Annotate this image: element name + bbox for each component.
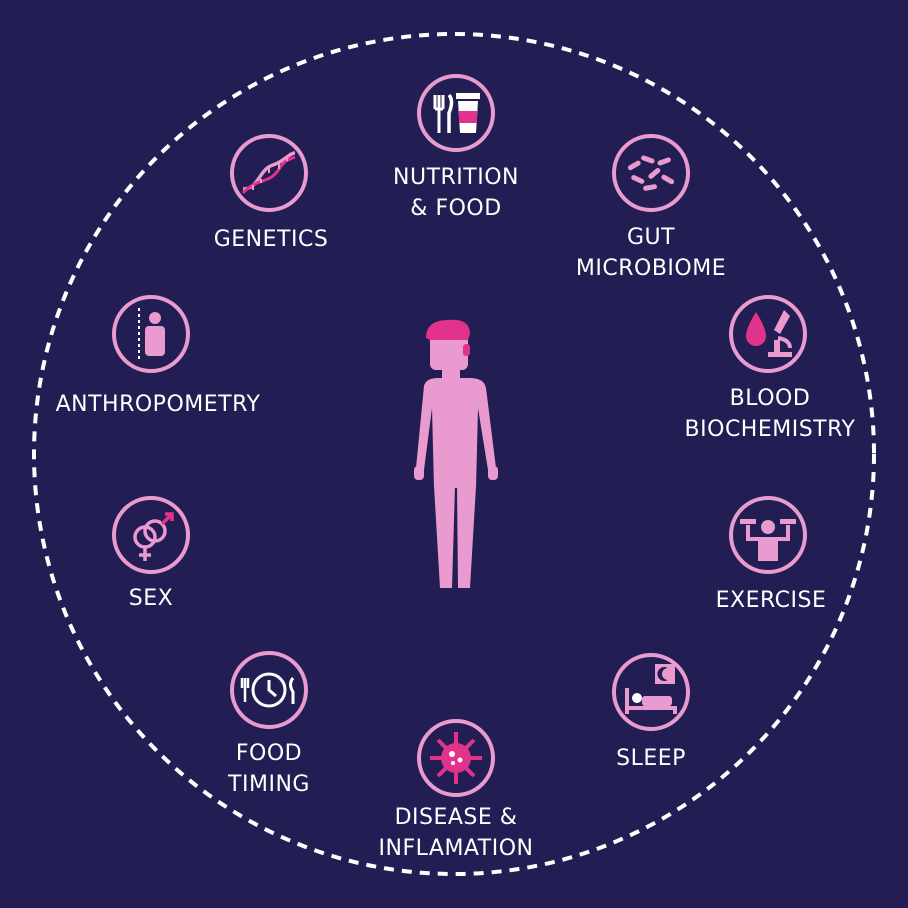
person-figure-icon (414, 319, 498, 588)
factor-label-line1: FOOD (235, 741, 303, 766)
factor-label-line1: SEX (128, 586, 174, 611)
factor-label-line2: INFLAMATION (378, 836, 534, 861)
factor-label-line1: BLOOD (729, 386, 811, 411)
dashed-ring (32, 32, 876, 876)
factor-label-line1: EXERCISE (715, 588, 827, 613)
clock-plate-icon (230, 651, 308, 729)
height-measure-icon (112, 295, 190, 373)
bed-moon-icon (612, 653, 690, 731)
bacteria-icon (612, 134, 690, 212)
factor-label-line2: BIOCHEMISTRY (684, 417, 856, 442)
factor-label-line2: TIMING (228, 772, 310, 797)
factor-label-line2: MICROBIOME (575, 256, 727, 281)
factor-label-line1: GENETICS (213, 227, 329, 252)
factor-label-line1: SLEEP (616, 746, 686, 771)
dna-helix-icon (230, 134, 308, 212)
dumbbell-person-icon (729, 496, 807, 574)
gender-symbols-icon (112, 496, 190, 574)
factor-label-line2: & FOOD (410, 196, 502, 221)
factor-label-line1: ANTHROPOMETRY (55, 392, 261, 417)
factor-label-line1: GUT (626, 225, 676, 250)
blood-drop-microscope-icon (729, 295, 807, 373)
factor-label-line1: DISEASE & (394, 805, 518, 830)
factor-label-line1: NUTRITION (393, 165, 519, 190)
virus-icon (417, 719, 495, 797)
fork-knife-cup-icon (417, 74, 495, 152)
